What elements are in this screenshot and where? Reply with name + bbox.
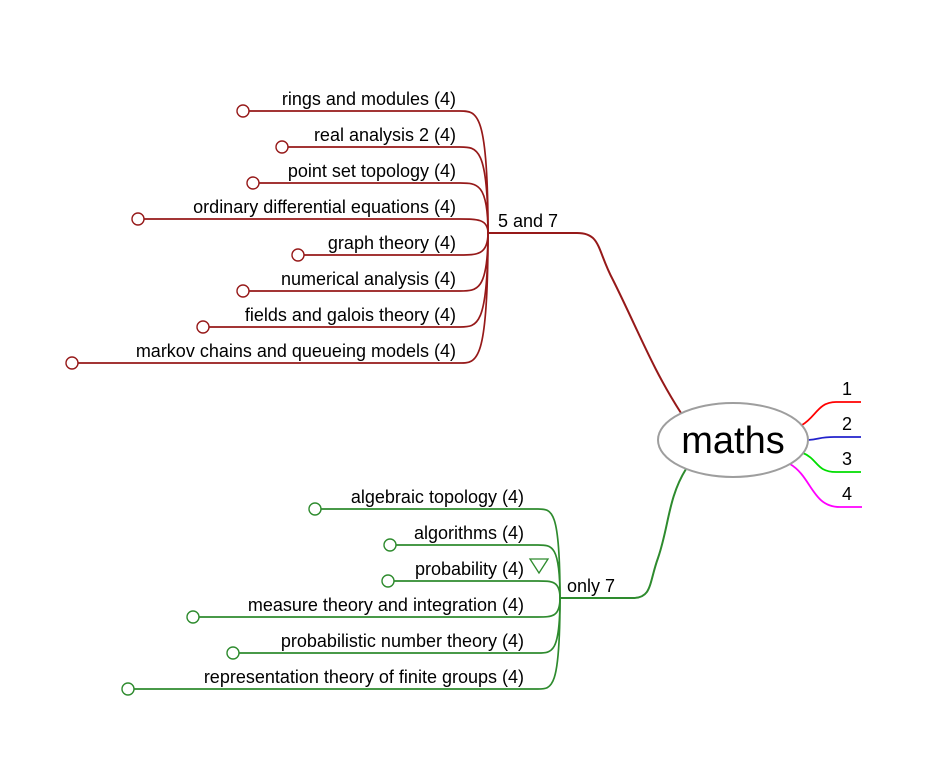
edge — [134, 597, 561, 690]
edge — [394, 580, 561, 599]
node-bullet — [131, 212, 145, 226]
node-bullet — [186, 610, 200, 624]
node-bullet — [275, 140, 289, 154]
trunk-edge — [632, 468, 687, 599]
node-bullet — [383, 538, 397, 552]
child-node-label[interactable]: graph theory (4) — [328, 233, 456, 253]
child-node-label[interactable]: markov chains and queueing models (4) — [136, 341, 456, 361]
edge-2 — [807, 436, 861, 441]
node-bullet — [381, 574, 395, 588]
edge — [144, 218, 489, 234]
child-node-label[interactable]: algorithms (4) — [414, 523, 524, 543]
branch-only-7: algebraic topology (4) algorithms (4) pr… — [121, 468, 687, 696]
node-bullet — [291, 248, 305, 262]
child-node-label[interactable]: algebraic topology (4) — [351, 487, 524, 507]
root-node-label[interactable]: maths — [681, 420, 784, 462]
node-bullet — [236, 284, 250, 298]
edge — [321, 508, 561, 599]
node-bullet — [226, 646, 240, 660]
node-bullet — [236, 104, 250, 118]
trunk-edge — [576, 232, 682, 414]
edge-4 — [789, 463, 862, 508]
child-node-label[interactable]: point set topology (4) — [288, 161, 456, 181]
child-node-label[interactable]: rings and modules (4) — [282, 89, 456, 109]
node-bullet — [121, 682, 135, 696]
node-bullet — [196, 320, 210, 334]
node-bullet — [246, 176, 260, 190]
right-branches: 1 2 3 4 — [789, 379, 862, 508]
fold-indicator-icon[interactable] — [528, 558, 550, 575]
edge — [288, 146, 489, 234]
branch-node-label[interactable]: only 7 — [567, 576, 615, 596]
child-node-label[interactable]: ordinary differential equations (4) — [193, 197, 456, 217]
right-node-label[interactable]: 1 — [842, 379, 852, 399]
right-node-label[interactable]: 4 — [842, 484, 852, 504]
child-node-label[interactable]: representation theory of finite groups (… — [204, 667, 524, 687]
edge-3 — [802, 452, 861, 473]
root-node-ellipse[interactable] — [657, 402, 809, 478]
right-node-label[interactable]: 3 — [842, 449, 852, 469]
branch-node-label[interactable]: 5 and 7 — [498, 211, 558, 231]
child-node-label[interactable]: probability (4) — [415, 559, 524, 579]
child-node-label[interactable]: probabilistic number theory (4) — [281, 631, 524, 651]
child-node-label[interactable]: numerical analysis (4) — [281, 269, 456, 289]
edge — [78, 232, 489, 364]
node-bullet — [308, 502, 322, 516]
child-node-label[interactable]: fields and galois theory (4) — [245, 305, 456, 325]
root-node[interactable]: maths — [657, 402, 809, 478]
right-node-label[interactable]: 2 — [842, 414, 852, 434]
branch-5-and-7: rings and modules (4) real analysis 2 (4… — [65, 89, 682, 414]
child-node-label[interactable]: measure theory and integration (4) — [248, 595, 524, 615]
edge-1 — [801, 401, 861, 426]
child-node-label[interactable]: real analysis 2 (4) — [314, 125, 456, 145]
node-bullet — [65, 356, 79, 370]
edge — [396, 544, 561, 599]
edge — [259, 182, 489, 234]
